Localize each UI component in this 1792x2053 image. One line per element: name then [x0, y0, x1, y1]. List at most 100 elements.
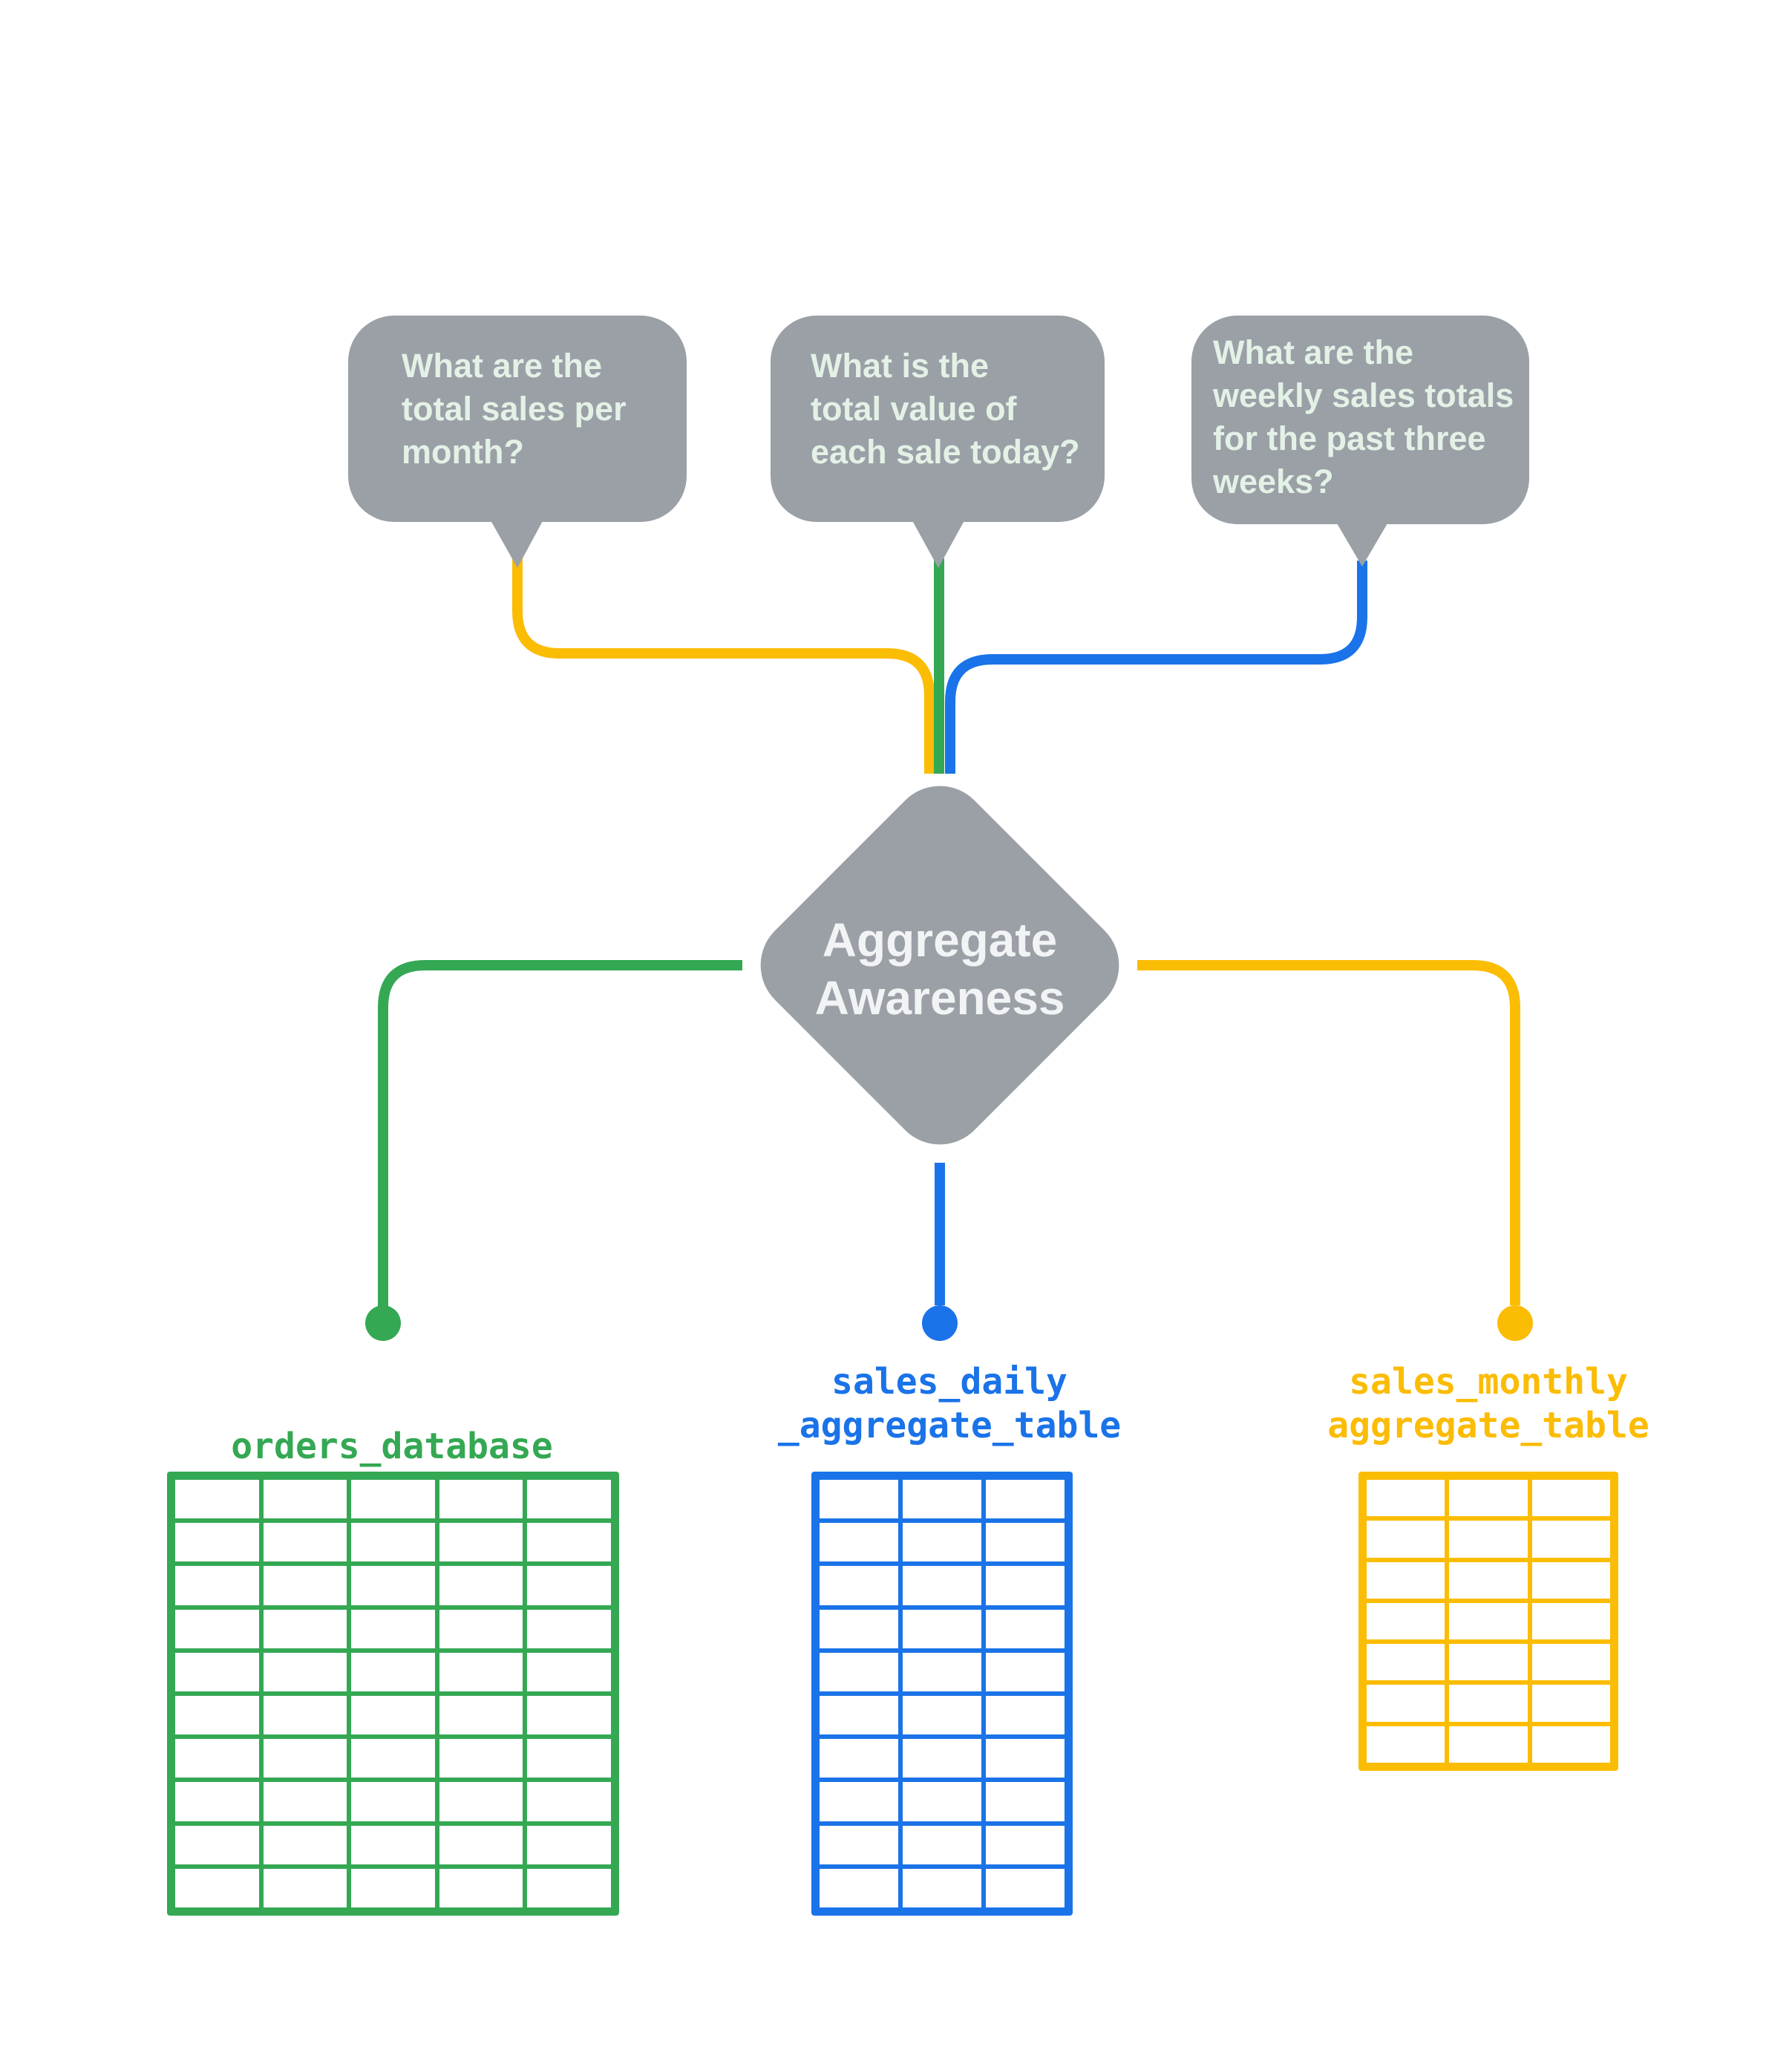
- table-cell: [527, 1609, 611, 1648]
- table-cell: [439, 1868, 523, 1907]
- table-cell: [527, 1696, 611, 1735]
- table-cell: [351, 1825, 435, 1864]
- table-cell: [351, 1609, 435, 1648]
- sales-monthly-aggregate-table: [1358, 1472, 1618, 1771]
- table-cell: [1367, 1726, 1445, 1763]
- orders-database-label: orders_database: [231, 1426, 553, 1467]
- table-cell: [1367, 1480, 1445, 1517]
- table-cell: [439, 1739, 523, 1778]
- orders-database-endpoint-dot: [365, 1305, 401, 1341]
- table-cell: [175, 1566, 259, 1605]
- table-cell: [1449, 1602, 1528, 1640]
- table-cell: [1367, 1685, 1445, 1722]
- table-cell: [1367, 1561, 1445, 1599]
- table-cell: [820, 1782, 898, 1821]
- orders-database-table: [167, 1472, 619, 1916]
- table-cell: [820, 1609, 898, 1648]
- table-cell: [175, 1868, 259, 1907]
- table-cell: [263, 1868, 347, 1907]
- table-cell: [903, 1782, 981, 1821]
- table-cell: [527, 1566, 611, 1605]
- table-cell: [903, 1868, 981, 1907]
- table-cell: [903, 1480, 981, 1519]
- table-cell: [351, 1739, 435, 1778]
- table-cell: [175, 1825, 259, 1864]
- speech-bubble-weekly: [1191, 316, 1529, 567]
- table-cell: [1531, 1685, 1610, 1722]
- table-cell: [986, 1609, 1065, 1648]
- table-cell: [1449, 1726, 1528, 1763]
- table-cell: [1449, 1685, 1528, 1722]
- table-cell: [351, 1523, 435, 1562]
- table-cell: [820, 1480, 898, 1519]
- table-cell: [820, 1566, 898, 1605]
- table-cell: [175, 1480, 259, 1519]
- table-cell: [175, 1696, 259, 1735]
- table-cell: [986, 1480, 1065, 1519]
- table-cell: [986, 1825, 1065, 1864]
- table-cell: [1367, 1602, 1445, 1640]
- table-cell: [439, 1566, 523, 1605]
- connector-to-orders-database: [378, 960, 742, 1307]
- table-cell: [903, 1609, 981, 1648]
- table-cell: [986, 1566, 1065, 1605]
- table-cell: [175, 1652, 259, 1691]
- table-cell: [527, 1868, 611, 1907]
- diamond-label: Aggregate Awareness: [814, 913, 1065, 1025]
- table-cell: [439, 1782, 523, 1821]
- table-cell: [1531, 1644, 1610, 1681]
- question-daily-sales: What is the total value of each sale tod…: [811, 347, 1080, 471]
- table-cell: [1367, 1644, 1445, 1681]
- table-cell: [986, 1523, 1065, 1562]
- table-cell: [1531, 1561, 1610, 1599]
- table-cell: [1367, 1521, 1445, 1558]
- table-cell: [439, 1609, 523, 1648]
- connector-weekly-question: [945, 561, 1367, 774]
- table-cell: [903, 1696, 981, 1735]
- table-cell: [903, 1825, 981, 1864]
- table-cell: [527, 1825, 611, 1864]
- table-cell: [1531, 1521, 1610, 1558]
- question-monthly-sales: What are the total sales per month?: [402, 347, 627, 471]
- table-cell: [903, 1739, 981, 1778]
- table-cell: [527, 1782, 611, 1821]
- table-cell: [351, 1782, 435, 1821]
- speech-bubble-body: [771, 316, 1105, 522]
- table-cell: [263, 1609, 347, 1648]
- table-cell: [1531, 1602, 1610, 1640]
- speech-bubble-tail: [484, 509, 549, 568]
- table-cell: [903, 1652, 981, 1691]
- table-cell: [439, 1480, 523, 1519]
- table-cell: [1449, 1561, 1528, 1599]
- table-cell: [351, 1652, 435, 1691]
- table-cell: [527, 1523, 611, 1562]
- table-cell: [903, 1566, 981, 1605]
- table-cell: [820, 1868, 898, 1907]
- table-cell: [1531, 1726, 1610, 1763]
- speech-bubble-monthly: [348, 316, 687, 568]
- table-cell: [263, 1566, 347, 1605]
- speech-bubble-daily: [771, 316, 1105, 568]
- table-cell: [263, 1652, 347, 1691]
- table-cell: [1449, 1644, 1528, 1681]
- table-cell: [439, 1652, 523, 1691]
- table-cell: [263, 1782, 347, 1821]
- daily-aggregate-endpoint-dot: [922, 1305, 958, 1341]
- table-cell: [263, 1480, 347, 1519]
- speech-bubble-body: [1191, 316, 1529, 524]
- table-cell: [527, 1480, 611, 1519]
- table-cell: [175, 1782, 259, 1821]
- table-cell: [527, 1652, 611, 1691]
- table-cell: [820, 1739, 898, 1778]
- sales-monthly-aggregate-table-label: sales_monthly aggregate_table: [1327, 1361, 1649, 1446]
- question-weekly-sales: What are the weekly sales totals for the…: [1213, 333, 1514, 500]
- table-cell: [263, 1739, 347, 1778]
- speech-bubble-tail: [1330, 511, 1395, 567]
- table-cell: [351, 1566, 435, 1605]
- monthly-aggregate-endpoint-dot: [1497, 1305, 1533, 1341]
- table-cell: [986, 1868, 1065, 1907]
- table-cell: [175, 1523, 259, 1562]
- table-cell: [439, 1696, 523, 1735]
